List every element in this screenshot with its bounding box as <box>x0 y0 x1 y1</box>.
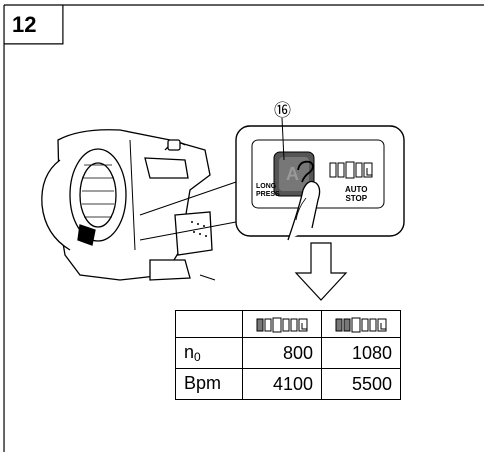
table-cell: 1080 <box>321 337 401 369</box>
row-label-cell: Bpm <box>175 368 243 400</box>
auto-stop-line2: STOP <box>345 194 368 203</box>
row-label: Bpm <box>184 373 222 393</box>
long-press-line1: LONG <box>256 183 277 190</box>
row-label-subscript: 0 <box>194 350 201 364</box>
speed-table: n0 800 1080 Bpm 4100 5500 <box>175 310 401 400</box>
mode-2-bars-icon <box>256 317 308 333</box>
header-mode-3-bars <box>321 310 401 338</box>
auto-stop-line1: AUTO <box>345 185 368 194</box>
header-mode-2-bars <box>242 310 322 338</box>
callout-number: ⑯ <box>274 101 291 120</box>
long-press-label: LONG PRESS <box>256 183 280 199</box>
row-label: n <box>184 342 195 362</box>
table-header-row <box>175 310 401 338</box>
long-press-line2: PRESS <box>256 191 280 198</box>
table-row: Bpm 4100 5500 <box>175 368 401 400</box>
figure-frame <box>3 4 484 452</box>
table-cell: 4100 <box>242 368 322 400</box>
row-label-cell: n0 <box>175 337 243 369</box>
mode-3-bars-icon <box>335 317 387 333</box>
table-cell: 5500 <box>321 368 401 400</box>
table-row: n0 800 1080 <box>175 337 401 369</box>
table-cell: 800 <box>242 337 322 369</box>
auto-stop-label: AUTO STOP <box>345 185 368 203</box>
figure-number: 12 <box>12 12 37 37</box>
button-a-letter: A <box>286 164 299 184</box>
header-empty-cell <box>175 310 243 338</box>
